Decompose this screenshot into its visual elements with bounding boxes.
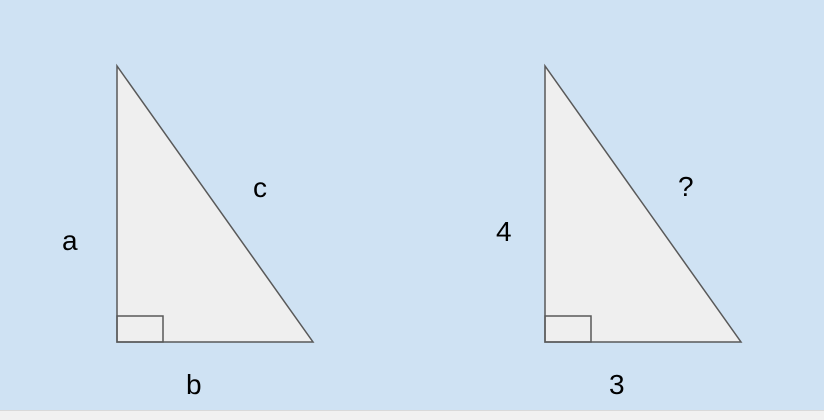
hypotenuse-c-label: c (253, 172, 267, 203)
triangle-numeric: 4 3 ? (496, 63, 743, 400)
triangle-general-shape (116, 63, 315, 343)
bottom-edge-strip (0, 410, 824, 420)
side-3-label: 3 (609, 369, 625, 400)
side-b-label: b (186, 369, 202, 400)
right-angle-marker (116, 315, 164, 343)
side-a-label: a (62, 225, 78, 256)
side-4-label: 4 (496, 216, 512, 247)
right-angle-marker (544, 315, 592, 343)
triangle-numeric-shape (544, 63, 743, 343)
triangle-general: a b c (62, 63, 315, 400)
hypotenuse-unknown-label: ? (678, 171, 694, 202)
